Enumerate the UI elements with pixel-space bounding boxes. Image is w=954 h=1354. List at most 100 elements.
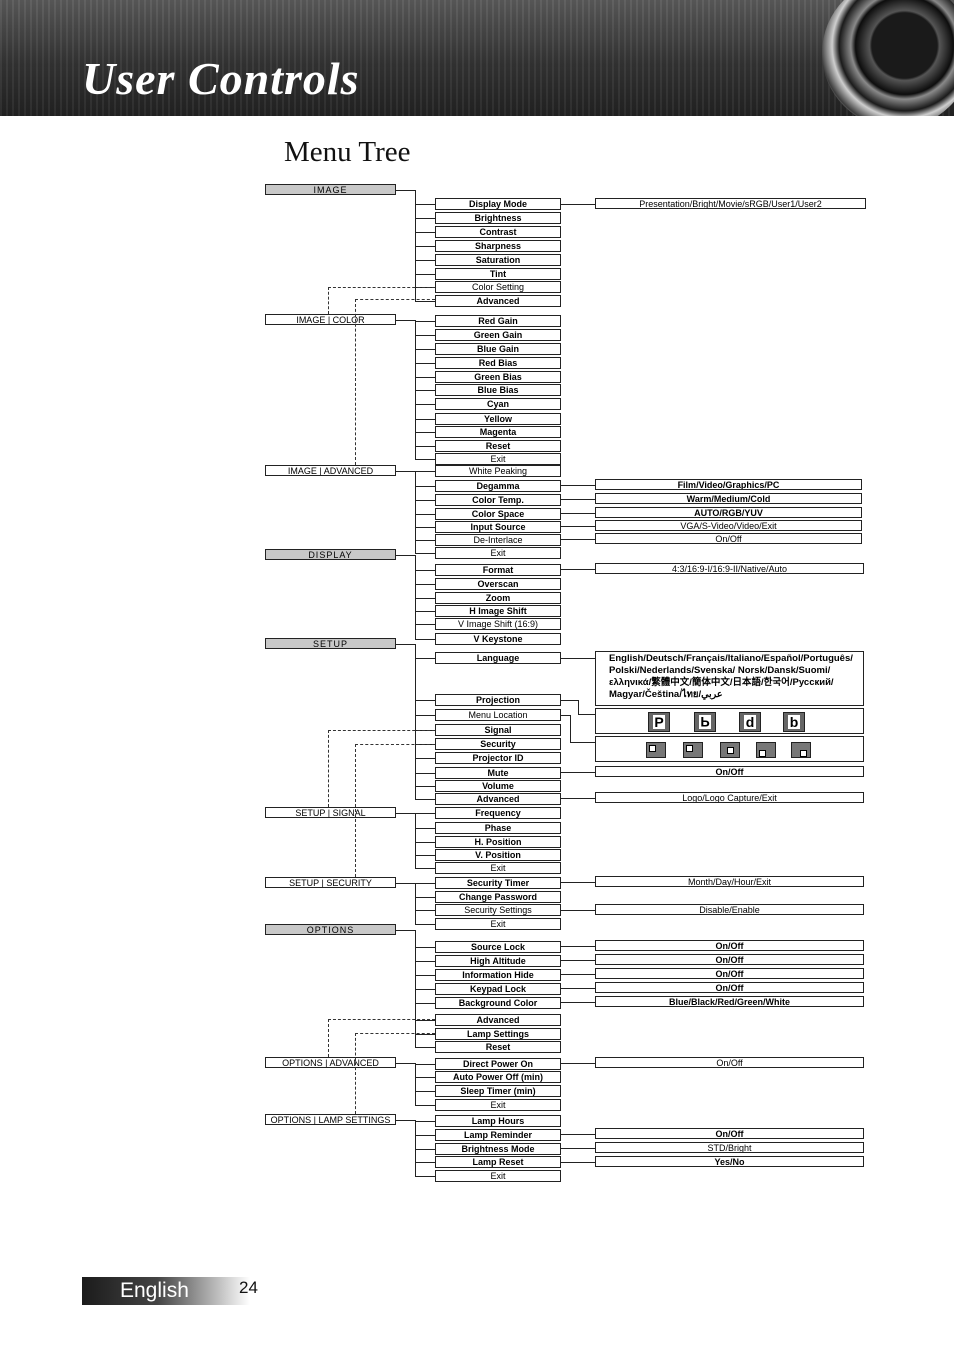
value-keypad-lock: On/Off bbox=[595, 982, 864, 993]
page-number: 24 bbox=[239, 1278, 258, 1297]
menu-position-marker bbox=[759, 750, 766, 757]
submenu-tick bbox=[415, 446, 435, 447]
menu-image: IMAGE bbox=[265, 184, 396, 195]
value-connector bbox=[561, 960, 596, 961]
language-line: Magyar/Čeština/ไทย/عربي bbox=[609, 689, 723, 700]
submenu-tick bbox=[415, 1077, 435, 1078]
submenu-tick bbox=[415, 204, 435, 205]
menu-stem bbox=[396, 644, 416, 645]
menu-stem bbox=[396, 320, 416, 321]
menu-stem bbox=[396, 1063, 416, 1064]
value-connector bbox=[561, 1148, 596, 1149]
submenu-tick bbox=[415, 624, 435, 625]
language-line: English/Deutsch/Français/Italiano/Españo… bbox=[609, 653, 853, 664]
submenu-item-exit: Exit bbox=[435, 547, 561, 559]
submenu-item-exit: Exit bbox=[435, 862, 561, 874]
submenu-item-v-position: V. Position bbox=[435, 849, 561, 861]
dashed-link bbox=[328, 1019, 435, 1020]
submenu-item-blue-gain: Blue Gain bbox=[435, 343, 561, 355]
value-lamp-reset: Yes/No bbox=[595, 1156, 864, 1167]
value-connector bbox=[561, 946, 596, 947]
submenu-item-red-gain: Red Gain bbox=[435, 315, 561, 327]
submenu-item-format: Format bbox=[435, 564, 561, 576]
menu-options-advanced: OPTIONS | ADVANCED bbox=[265, 1057, 396, 1068]
submenu-tick bbox=[415, 1135, 435, 1136]
value-high-altitude: On/Off bbox=[595, 954, 864, 965]
submenu-item-keypad-lock: Keypad Lock bbox=[435, 983, 561, 995]
value-background-color: Blue/Black/Red/Green/White bbox=[595, 996, 864, 1007]
menu-stem bbox=[396, 813, 416, 814]
submenu-tick bbox=[415, 598, 435, 599]
submenu-bracket bbox=[415, 555, 416, 639]
submenu-item-color-temp: Color Temp. bbox=[435, 494, 561, 506]
value-mute: On/Off bbox=[595, 766, 864, 777]
submenu-item-contrast: Contrast bbox=[435, 226, 561, 238]
submenu-tick bbox=[415, 274, 435, 275]
value-input-source: VGA/S-Video/Video/Exit bbox=[595, 520, 862, 531]
submenu-tick bbox=[415, 1121, 435, 1122]
projection-mode-glyph: P bbox=[653, 714, 665, 730]
submenu-item-sharpness: Sharpness bbox=[435, 240, 561, 252]
footer-language: English bbox=[120, 1279, 189, 1302]
submenu-tick bbox=[415, 459, 435, 460]
submenu-item-direct-power-on: Direct Power On bbox=[435, 1058, 561, 1070]
menu-stem bbox=[396, 471, 416, 472]
dashed-link bbox=[328, 287, 329, 314]
submenu-item-magenta: Magenta bbox=[435, 426, 561, 438]
submenu-tick bbox=[415, 349, 435, 350]
submenu-item-projector-id: Projector ID bbox=[435, 752, 561, 764]
submenu-item-saturation: Saturation bbox=[435, 254, 561, 266]
submenu-item-information-hide: Information Hide bbox=[435, 969, 561, 981]
submenu-item-zoom: Zoom bbox=[435, 592, 561, 604]
value-connector bbox=[561, 715, 570, 716]
submenu-item-degamma: Degamma bbox=[435, 480, 561, 492]
projection-mode-icon: d bbox=[739, 712, 761, 732]
projection-mode-icon: b bbox=[783, 712, 805, 732]
menu-stem bbox=[396, 555, 416, 556]
submenu-tick bbox=[415, 500, 435, 501]
page-header: User Controls bbox=[0, 0, 954, 116]
connector-line bbox=[578, 700, 579, 714]
submenu-item-h-position: H. Position bbox=[435, 836, 561, 848]
submenu-tick bbox=[415, 828, 435, 829]
submenu-tick bbox=[415, 947, 435, 948]
menu-setup-security: SETUP | SECURITY bbox=[265, 877, 396, 888]
submenu-item-frequency: Frequency bbox=[435, 807, 561, 819]
submenu-tick bbox=[415, 471, 435, 472]
submenu-item-exit: Exit bbox=[435, 1170, 561, 1182]
submenu-bracket bbox=[415, 644, 416, 799]
submenu-tick bbox=[415, 611, 435, 612]
dashed-link bbox=[355, 1033, 356, 1114]
value-advanced-logo: Logo/Logo Capture/Exit bbox=[595, 792, 864, 803]
menu-image-color: IMAGE | COLOR bbox=[265, 314, 396, 325]
submenu-tick bbox=[415, 813, 435, 814]
projection-mode-glyph: d bbox=[744, 714, 756, 730]
submenu-item-language: Language bbox=[435, 652, 561, 664]
value-connector bbox=[561, 772, 596, 773]
submenu-tick bbox=[415, 975, 435, 976]
dashed-link bbox=[328, 287, 435, 288]
submenu-item-blue-bias: Blue Bias bbox=[435, 384, 561, 396]
submenu-item-exit: Exit bbox=[435, 1099, 561, 1111]
submenu-tick bbox=[415, 961, 435, 962]
submenu-bracket bbox=[415, 813, 416, 868]
value-connector bbox=[561, 974, 596, 975]
menu-location-icon bbox=[791, 742, 811, 758]
menu-position-marker bbox=[727, 747, 734, 754]
submenu-item-lamp-hours: Lamp Hours bbox=[435, 1115, 561, 1127]
submenu-item-reset: Reset bbox=[435, 440, 561, 452]
value-color-space: AUTO/RGB/YUV bbox=[595, 507, 862, 518]
submenu-item-signal: Signal bbox=[435, 724, 561, 736]
page-header-title: User Controls bbox=[82, 53, 360, 104]
menu-setup: SETUP bbox=[265, 638, 396, 649]
submenu-item-green-bias: Green Bias bbox=[435, 371, 561, 383]
submenu-item-exit: Exit bbox=[435, 918, 561, 930]
submenu-tick bbox=[415, 1064, 435, 1065]
submenu-item-de-interlace: De-Interlace bbox=[435, 534, 561, 546]
submenu-tick bbox=[415, 419, 435, 420]
submenu-item-high-altitude: High Altitude bbox=[435, 955, 561, 967]
submenu-item-advanced: Advanced bbox=[435, 295, 561, 307]
value-connector bbox=[561, 526, 596, 527]
submenu-tick bbox=[415, 553, 435, 554]
submenu-tick bbox=[415, 390, 435, 391]
